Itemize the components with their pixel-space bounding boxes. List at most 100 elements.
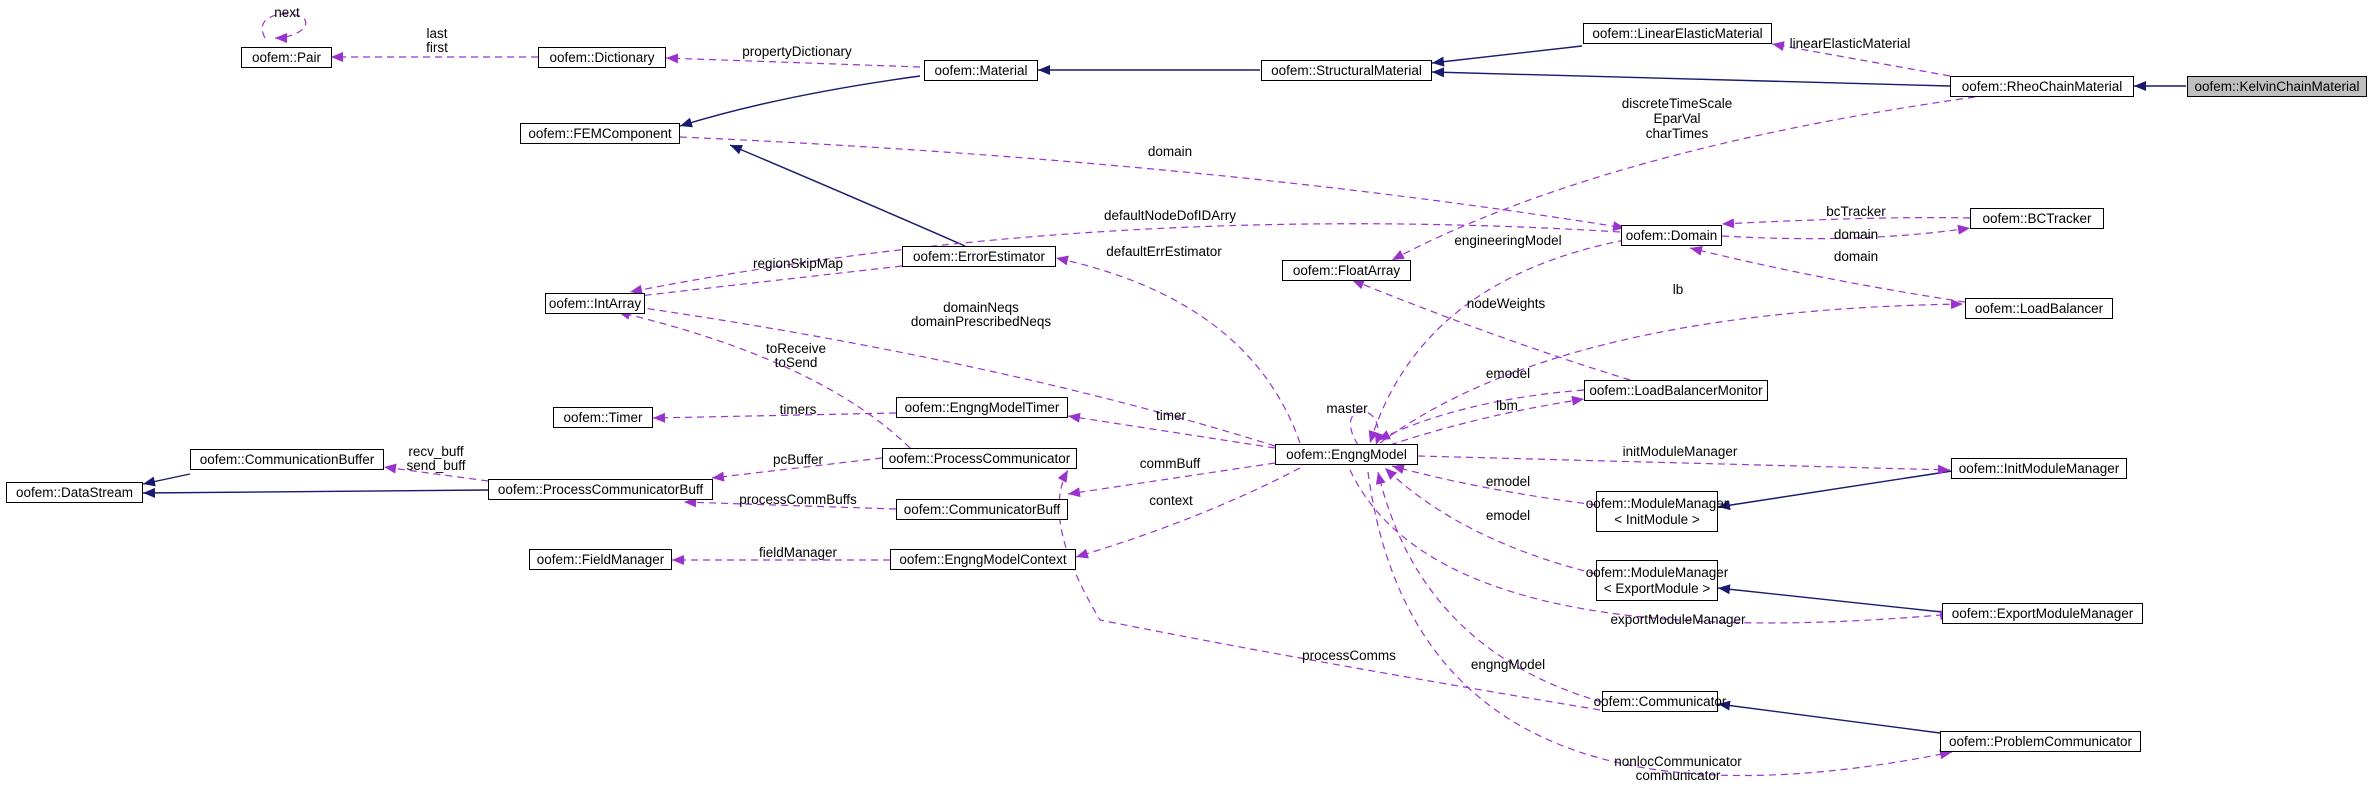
label-context: context: [1149, 493, 1193, 508]
edge-process-communicator-buff-to-communication-buffer: [383, 463, 489, 482]
node-communicator-buff[interactable]: oofem::CommunicatorBuff: [896, 499, 1068, 520]
node-communicator[interactable]: oofem::Communicator: [1594, 691, 1726, 712]
edge-engng-model-to-load-balancer: [1379, 299, 1964, 444]
node-communication-buffer[interactable]: oofem::CommunicationBuffer: [190, 449, 384, 470]
node-pair[interactable]: oofem::Pair: [241, 47, 332, 68]
node-module-manager-export[interactable]: oofem::ModuleManager < ExportModule >: [1586, 560, 1728, 601]
label-node-weights: nodeWeights: [1466, 296, 1546, 311]
edge-load-balancer-monitor-to-engng-model: [1377, 389, 1585, 441]
edge-domain-to-bc-tracker: [1721, 224, 1971, 240]
edge-engng-model-to-engng-model-timer: [1067, 412, 1276, 449]
label-lb: lb: [1672, 282, 1684, 297]
edge-rheo-chain-to-float-array: [1391, 96, 1976, 261]
label-domain-lb: domain: [1833, 249, 1879, 264]
node-structural-material[interactable]: oofem::StructuralMaterial: [1261, 60, 1432, 81]
label-field-manager: fieldManager: [758, 545, 838, 560]
node-engng-model-timer[interactable]: oofem::EngngModelTimer: [896, 397, 1068, 418]
label-master: master: [1326, 401, 1368, 416]
node-load-balancer-monitor[interactable]: oofem::LoadBalancerMonitor: [1584, 380, 1768, 401]
label-communicator: communicator: [1635, 768, 1721, 783]
label-emodel-mm-export: emodel: [1485, 508, 1531, 523]
edge-process-communicator-to-int-array: [617, 309, 911, 449]
label-default-node-dof-id-arry: defaultNodeDofIDArry: [1103, 208, 1237, 223]
node-domain[interactable]: oofem::Domain: [1621, 225, 1722, 246]
edge-pair-next: [261, 13, 307, 43]
edge-rheo-chain-to-linear-elastic: [1771, 41, 1951, 77]
node-module-manager-export-line1: oofem::ModuleManager: [1585, 564, 1729, 580]
label-timer: timer: [1156, 408, 1186, 423]
label-comm-buff: commBuff: [1139, 456, 1201, 471]
node-engng-model-context[interactable]: oofem::EngngModelContext: [890, 549, 1076, 570]
label-nonloc-communicator: nonlocCommunicator: [1614, 754, 1742, 769]
label-engng-model: engngModel: [1470, 657, 1546, 672]
label-domain-neqs: domainNeqs: [943, 300, 1019, 315]
label-property-dictionary: propertyDictionary: [742, 44, 852, 59]
node-module-manager-init[interactable]: oofem::ModuleManager < InitModule >: [1586, 491, 1728, 532]
label-process-comm-buffs: processCommBuffs: [739, 492, 857, 507]
node-int-array[interactable]: oofem::IntArray: [545, 293, 645, 314]
edge-load-balancer-monitor-to-float-array: [1351, 279, 1631, 381]
edge-load-balancer-to-domain: [1689, 246, 1966, 303]
label-init-module-manager: initModuleManager: [1622, 444, 1738, 459]
label-epar-val: EparVal: [1653, 111, 1701, 126]
node-timer[interactable]: oofem::Timer: [553, 407, 653, 428]
node-export-module-manager[interactable]: oofem::ExportModuleManager: [1942, 603, 2143, 624]
node-process-communicator[interactable]: oofem::ProcessCommunicator: [882, 448, 1077, 469]
node-linear-elastic-material[interactable]: oofem::LinearElasticMaterial: [1583, 23, 1772, 44]
label-timers: timers: [779, 402, 817, 417]
edge-problem-communicator-to-communicator: [1717, 700, 1941, 734]
edge-engng-model-to-int-array: [629, 302, 1276, 447]
usage-edges: [261, 13, 1976, 777]
node-engng-model[interactable]: oofem::EngngModel: [1275, 444, 1418, 465]
label-emodel-mm-init: emodel: [1485, 474, 1531, 489]
edge-rheo-chain-to-structural: [1431, 67, 1951, 87]
edge-engng-model-to-error-estimator: [1055, 255, 1301, 444]
node-init-module-manager[interactable]: oofem::InitModuleManager: [1951, 458, 2127, 479]
label-char-times: charTimes: [1645, 126, 1709, 141]
edge-engng-model-master: [1350, 410, 1385, 446]
label-linear-elastic-material: linearElasticMaterial: [1789, 36, 1911, 51]
label-lbm: lbm: [1496, 398, 1518, 413]
edge-init-module-manager-to-module-manager: [1717, 470, 1953, 511]
node-module-manager-export-line2: < ExportModule >: [1603, 580, 1711, 596]
node-module-manager-init-line1: oofem::ModuleManager: [1585, 495, 1729, 511]
edge-process-communicator-to-process-communicator-buff: [711, 457, 883, 482]
node-kelvin-chain-material[interactable]: oofem::KelvinChainMaterial: [2187, 76, 2367, 97]
label-recv-buff: recv_buff: [408, 444, 464, 459]
edge-material-to-fem-component: [679, 75, 921, 128]
label-last: last: [426, 26, 448, 41]
edge-engng-model-to-problem-communicator: [1367, 471, 1953, 777]
label-domain-bct: domain: [1833, 227, 1879, 242]
node-error-estimator[interactable]: oofem::ErrorEstimator: [902, 246, 1056, 267]
node-rheo-chain-material[interactable]: oofem::RheoChainMaterial: [1950, 76, 2134, 97]
node-material[interactable]: oofem::Material: [924, 60, 1038, 81]
label-emodel-lbm: emodel: [1485, 366, 1531, 381]
edge-error-estimator-to-fem-component: [729, 144, 966, 247]
node-float-array[interactable]: oofem::FloatArray: [1282, 260, 1411, 281]
edge-domain-to-int-array: [629, 223, 1621, 295]
node-bc-tracker[interactable]: oofem::BCTracker: [1970, 208, 2104, 229]
label-to-receive: toReceive: [765, 341, 827, 356]
edge-engng-model-timer-to-timer: [652, 412, 897, 423]
node-field-manager[interactable]: oofem::FieldManager: [529, 549, 672, 570]
node-dictionary[interactable]: oofem::Dictionary: [538, 47, 666, 68]
edge-communicator-to-engng-model: [1375, 471, 1603, 703]
label-domain-fem: domain: [1147, 144, 1193, 159]
node-module-manager-init-line2: < InitModule >: [1614, 511, 1700, 527]
edge-domain-to-engng-model: [1368, 239, 1626, 444]
edge-engng-model-to-export-module-manager: [1349, 469, 1953, 624]
edge-engng-model-to-init-module-manager: [1417, 455, 1951, 475]
node-process-communicator-buff[interactable]: oofem::ProcessCommunicatorBuff: [488, 479, 713, 500]
node-fem-component[interactable]: oofem::FEMComponent: [520, 123, 680, 144]
edge-export-module-manager-to-module-manager: [1717, 584, 1943, 613]
edge-material-to-dictionary: [665, 53, 921, 68]
node-load-balancer[interactable]: oofem::LoadBalancer: [1965, 298, 2113, 319]
node-data-stream[interactable]: oofem::DataStream: [6, 482, 143, 503]
label-default-err-estimator: defaultErrEstimator: [1106, 244, 1222, 259]
label-discrete-time-scale: discreteTimeScale: [1621, 96, 1733, 111]
edge-error-estimator-to-int-array: [629, 265, 903, 301]
label-bc-tracker: bcTracker: [1826, 204, 1886, 219]
node-problem-communicator[interactable]: oofem::ProblemCommunicator: [1940, 731, 2141, 752]
label-to-send: toSend: [774, 355, 818, 370]
label-domain-prescribed-neqs: domainPrescribedNeqs: [910, 314, 1052, 329]
